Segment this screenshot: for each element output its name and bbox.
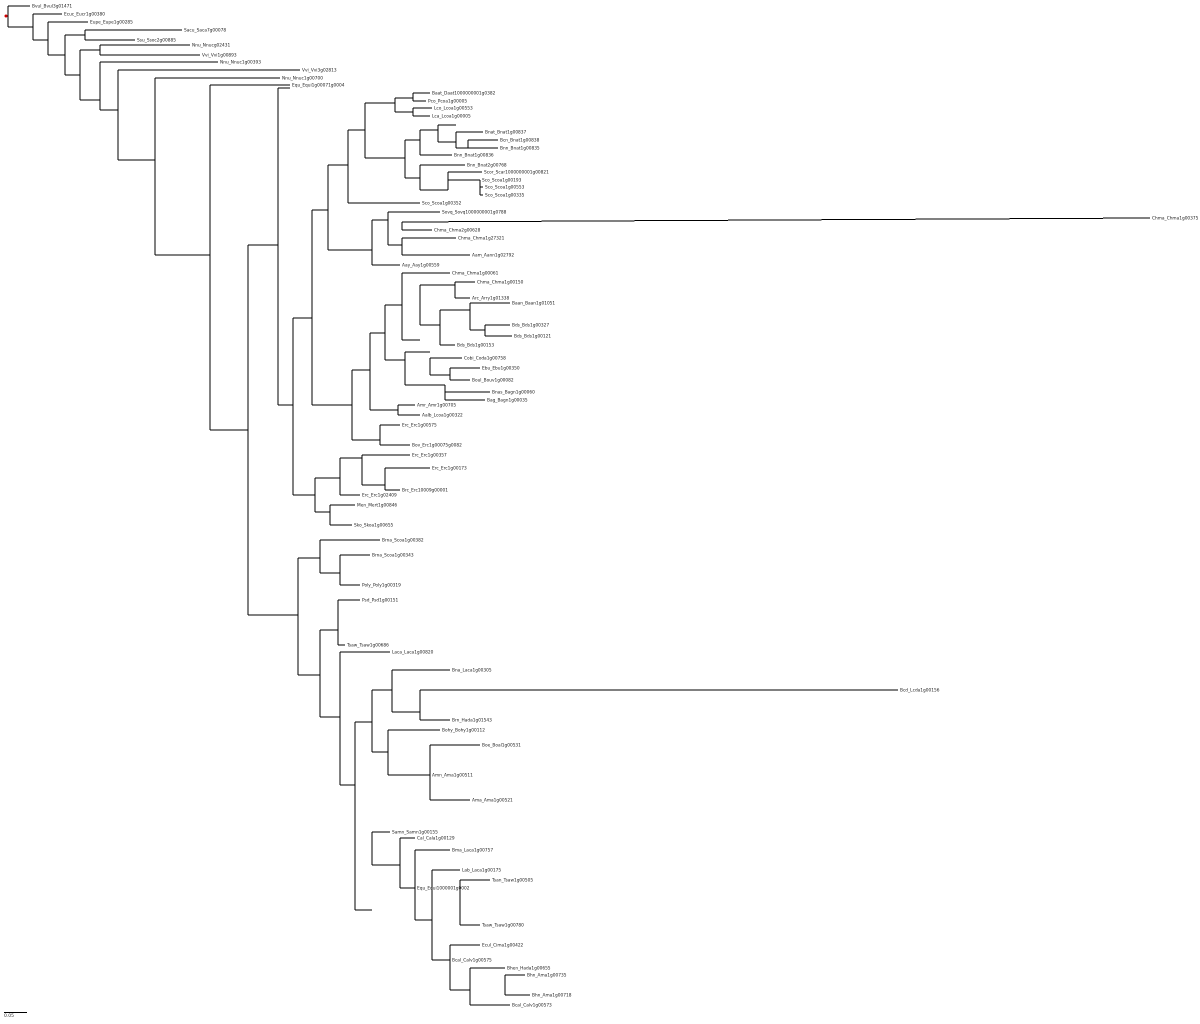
tip-label: Baat_Daat1000000001g0382 — [432, 91, 496, 97]
tip-label: Eupe_Eupe1g00285 — [90, 20, 133, 26]
tip-label: Bvul_Bvul3g01471 — [32, 4, 72, 10]
tip-label: Boe_Boal1g00531 — [482, 743, 521, 749]
tip-label: Bna_Laca1g00305 — [452, 668, 492, 674]
tip-label: Tsan_Tsaw1g00505 — [491, 878, 533, 884]
root-marker — [4, 14, 8, 18]
tip-label: Chma_Chma2g00628 — [434, 228, 481, 234]
tip-label: Psd_Psd1g00151 — [362, 598, 399, 604]
tip-label: Sco_Scoa1g00352 — [422, 201, 462, 207]
tip-label: Tsaw_Tsaw1g00780 — [481, 923, 524, 929]
tip-label: Chma_Chma1g00375 — [1152, 216, 1199, 222]
tip-label: Arc_Arry1g01338 — [472, 296, 509, 302]
tip-label: Bcn_Bnat1g00838 — [500, 138, 540, 144]
scale-bar-label: 0.05 — [4, 1014, 15, 1019]
tip-label: Bhn_Ama1g00735 — [527, 973, 567, 979]
tip-label: Brna_Scoa1g00343 — [372, 553, 414, 559]
tip-label: Bohy_Bohy1g00112 — [442, 728, 485, 734]
tip-label: Sacu_Saca7g00078 — [184, 28, 226, 34]
tip-label: Pco_Pcoa1g00005 — [428, 99, 467, 105]
tip-label: Chma_Chma1g00061 — [452, 271, 499, 277]
tip-label: Erc_Erc1g02409 — [362, 493, 397, 499]
tip-label: Brc_Erc10009g00001 — [402, 488, 448, 494]
tip-label: Bhn_Ama1g00718 — [532, 993, 572, 999]
tip-label: Ssu_Ssoc2g00885 — [137, 38, 176, 44]
tip-label: Vvi_Vvi1g00893 — [202, 53, 237, 59]
tip-label: Nnu_Nnuc1g00393 — [220, 60, 261, 66]
tip-label: Bhen_Hada1g00655 — [507, 966, 551, 972]
tip-label: Equ_Equi1g00071g0004 — [292, 83, 345, 89]
tip-label: Vvi_Vvi3g02813 — [302, 68, 337, 74]
tip-label: Bag_Bagn1g00035 — [487, 398, 528, 404]
tip-label: Lab_Laca1g00175 — [462, 868, 501, 874]
tip-label: Nnu_Nnucg02431 — [192, 43, 230, 49]
tip-label: Bnn_Bnat1g00835 — [500, 146, 540, 152]
tip-label: Sco_Scoa1g00553 — [485, 185, 525, 191]
tip-label: Bnn_Bnat1g00836 — [454, 153, 494, 159]
tip-label: Baan_Baan1g01051 — [512, 301, 555, 307]
tip-label: Bov_Erc1g00075g0082 — [412, 443, 462, 449]
tip-label: Brna_Scoa1g00382 — [382, 538, 424, 544]
tip-label: Lca_Lcoa1g00005 — [432, 114, 471, 120]
tip-label: Amn_Ama1g00511 — [432, 773, 473, 779]
tip-label: Ebu_Ebu1g00350 — [482, 366, 520, 372]
tip-label: Sco_Scoa1g00335 — [485, 193, 525, 199]
tip-label: Bma_Laca1g00757 — [452, 848, 493, 854]
tip-label: Tsaw_Tsaw1g00686 — [346, 643, 389, 649]
tip-label: Sko_Skoa1g00655 — [354, 523, 394, 529]
tip-label: Bds_Bds1g00121 — [514, 334, 551, 340]
tree-branches — [7, 5, 1151, 1006]
tip-label: Ama_Ama1g00521 — [472, 798, 513, 804]
tip-label: Chma_Chma1g27321 — [458, 236, 505, 242]
tip-label: Laca_Laca1g00820 — [392, 650, 434, 656]
tip-label: Chma_Chma1g00150 — [477, 280, 524, 286]
tip-label: Scor_Scar1000000001g00821 — [484, 170, 549, 176]
tip-label: Cobi_Coda1g00758 — [464, 356, 506, 362]
tip-label: Aay_Aay1g00559 — [402, 263, 440, 269]
tip-label: Erc_Erc1g00575 — [402, 423, 437, 429]
tip-label: Samn_Samn1g00155 — [392, 830, 438, 836]
tip-label: Sco_Scoa1g00193 — [482, 178, 522, 184]
tip-label: Equ_Equi1000001g0002 — [417, 886, 470, 892]
tip-label: Sovq_Sovq1000000001g0788 — [442, 210, 507, 216]
tip-label: Ecul_Cima1g00422 — [482, 943, 524, 949]
scale-bar: 0.05 — [4, 1010, 28, 1020]
tip-label: Poly_Poly1g00319 — [362, 583, 401, 589]
tip-label: Bnn_Bnat2g00768 — [467, 163, 507, 169]
tip-label: Aam_Aann1g02792 — [472, 253, 514, 259]
tip-label: Boul_Bouv1g00082 — [472, 378, 514, 384]
tip-label: Bcal_Calv1g00575 — [452, 958, 492, 964]
tip-labels: Bvul_Bvul3g01471Ecuc_Eucr1g00380Eupe_Eup… — [32, 4, 1199, 1009]
tip-label: Nnu_Nnuc1g00700 — [282, 76, 323, 82]
tip-label: Bds_Bds1g00327 — [512, 323, 549, 329]
tip-label: Brn_Hada1g01543 — [452, 718, 492, 724]
tip-label: Men_Mert1g00846 — [357, 503, 397, 509]
tip-label: Cal_Cala1g00129 — [417, 836, 455, 842]
scale-bar-line — [4, 1012, 27, 1013]
tip-label: Bnat_Bnat1g00837 — [485, 130, 527, 136]
tip-label: Bcd_Lcda1g00156 — [900, 688, 940, 694]
tip-label: Bcal_Calv1g00573 — [512, 1003, 552, 1009]
tip-label: Lco_Lcoa1g00553 — [434, 106, 473, 112]
tip-label: Aalb_Lcoa1g00322 — [422, 413, 463, 419]
tip-label: Erc_Erc1g00357 — [412, 453, 447, 459]
tip-label: Bds_Bds1g00153 — [457, 343, 494, 349]
tip-label: Ecuc_Eucr1g00380 — [64, 12, 105, 18]
tip-label: Erc_Erc1g00173 — [432, 466, 467, 472]
tip-label: Bnas_Bagn1g00060 — [492, 390, 535, 396]
tip-label: Amr_Amr1g00705 — [417, 403, 456, 409]
